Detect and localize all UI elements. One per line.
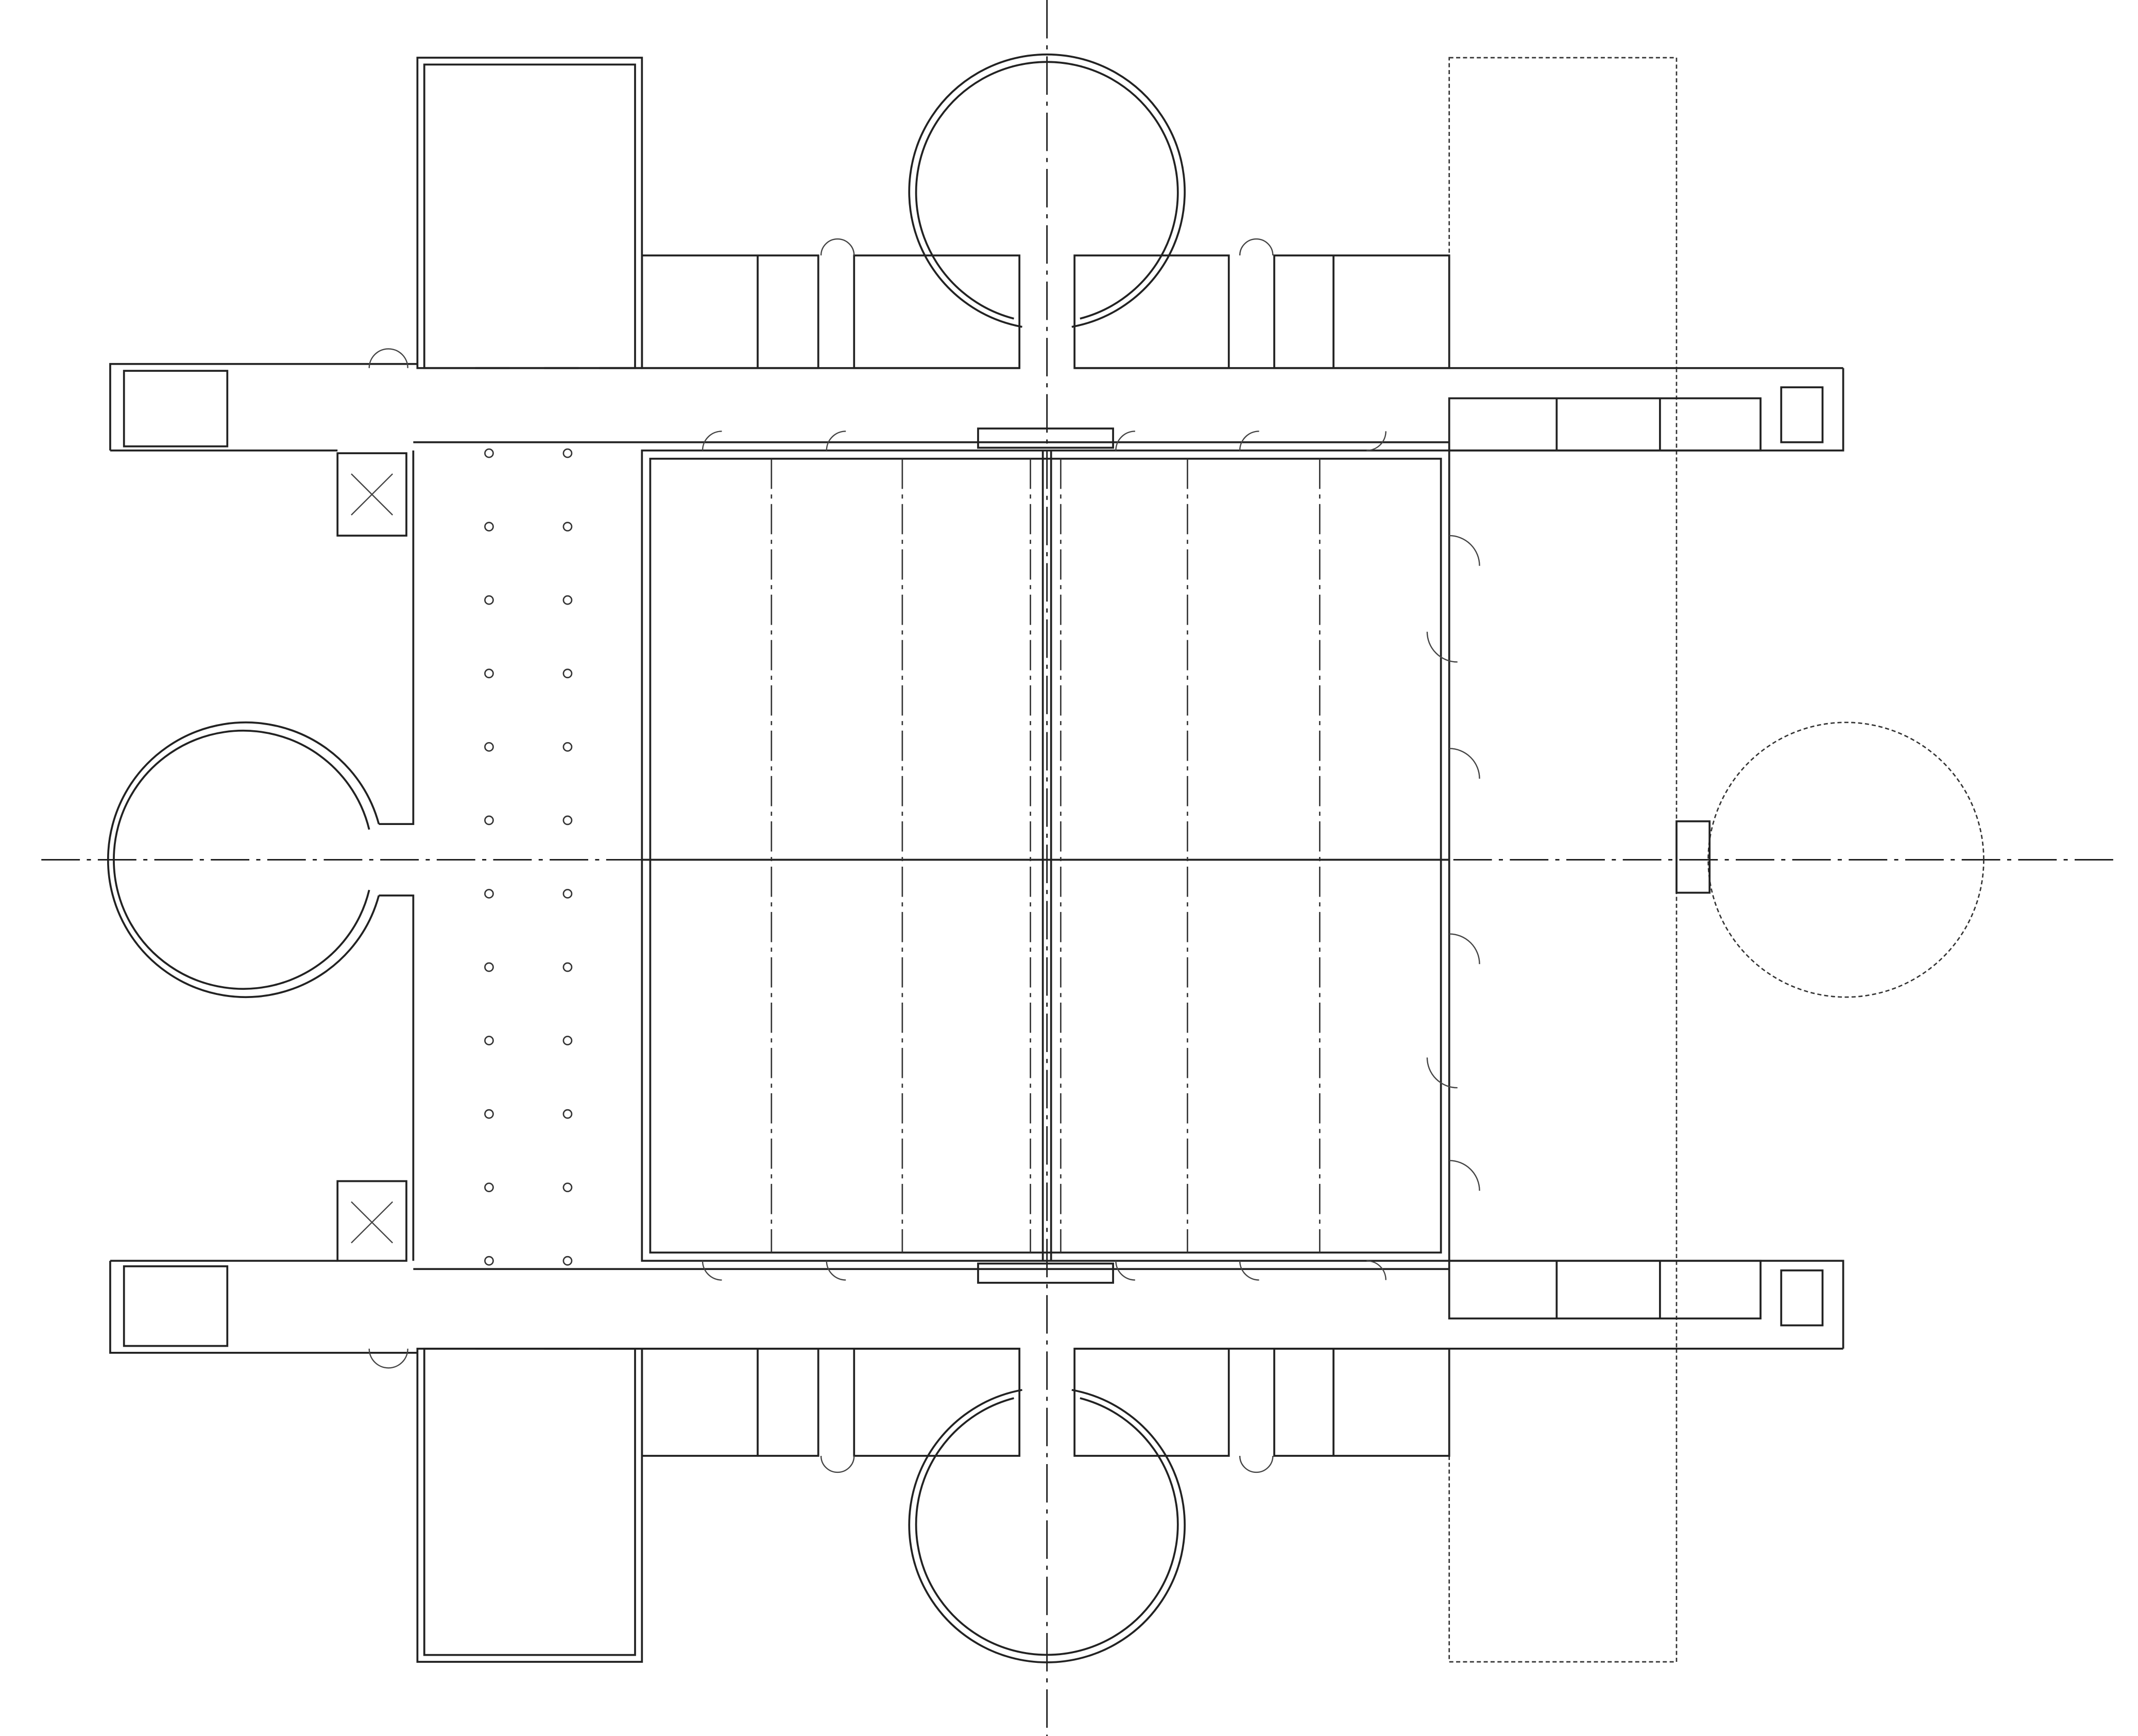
corridor-bottom [109, 1260, 1844, 1354]
rotunda-left [107, 721, 380, 999]
column [484, 742, 494, 752]
block-top-left [416, 57, 643, 369]
column [484, 889, 494, 899]
column [562, 1256, 573, 1266]
rotunda-top [908, 53, 1186, 328]
block-top-right [1448, 57, 1678, 369]
service-bottom-right [1073, 1348, 1450, 1457]
column [484, 595, 494, 605]
rotunda-bottom [908, 1389, 1186, 1663]
service-bottom-left [641, 1348, 1021, 1457]
column [484, 1109, 494, 1119]
service-top-right [1073, 254, 1450, 369]
service-top-left [641, 254, 1021, 369]
column [562, 815, 573, 826]
column [484, 668, 494, 679]
right-connector [1675, 820, 1711, 894]
block-bottom-right [1448, 1348, 1678, 1663]
column [484, 1182, 494, 1193]
column [484, 1256, 494, 1266]
column [562, 1182, 573, 1193]
column [562, 742, 573, 752]
column [484, 1036, 494, 1045]
column-grid [484, 448, 573, 1266]
door-swings [368, 238, 1274, 1473]
block-bottom-left [416, 1348, 643, 1663]
column [484, 962, 494, 972]
rotunda-right [1707, 721, 1985, 998]
main-hall [641, 427, 1480, 1284]
column [562, 1109, 573, 1119]
column [562, 448, 573, 458]
column [562, 522, 573, 531]
dashed-entry-lines [475, 367, 642, 1350]
column [562, 889, 573, 899]
left-wing [336, 450, 415, 1262]
column [484, 815, 494, 826]
column [562, 962, 573, 972]
column [562, 668, 573, 679]
column [484, 522, 494, 531]
column [484, 448, 494, 458]
corridor-top [109, 363, 1844, 452]
column [562, 1036, 573, 1045]
column [562, 595, 573, 605]
